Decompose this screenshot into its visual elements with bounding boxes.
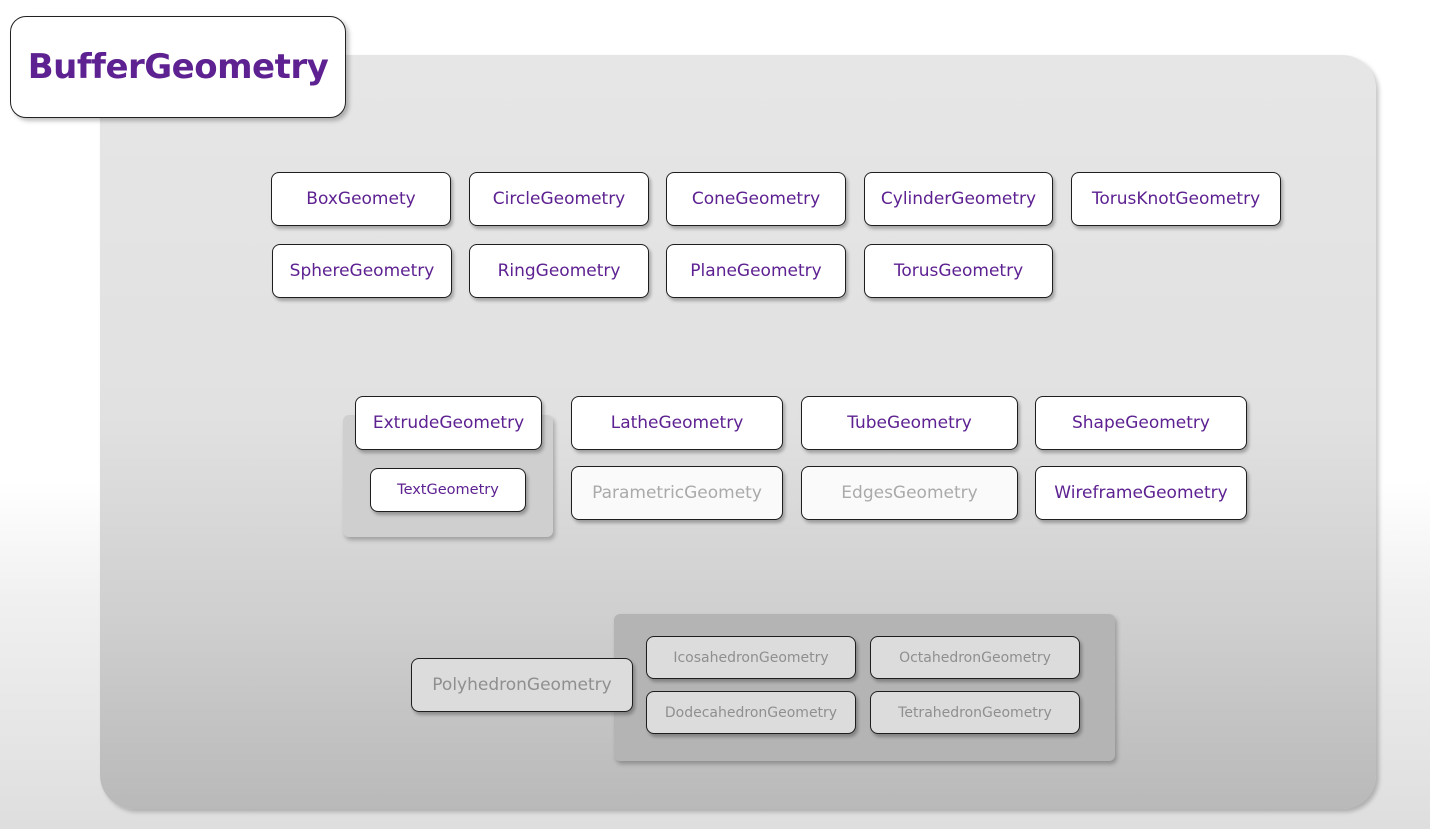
node-wireframe-geometry: WireframeGeometry xyxy=(1035,466,1247,520)
node-plane-geometry: PlaneGeometry xyxy=(666,244,846,298)
node-circle-geometry: CircleGeometry xyxy=(469,172,649,226)
node-lathe-geometry: LatheGeometry xyxy=(571,396,783,450)
diagram-title: BufferGeometry xyxy=(27,47,329,87)
node-dodecahedron-geometry: DodecahedronGeometry xyxy=(646,691,856,734)
node-extrude-geometry: ExtrudeGeometry xyxy=(355,396,542,450)
node-polyhedron-geometry: PolyhedronGeometry xyxy=(411,658,633,712)
node-octahedron-geometry: OctahedronGeometry xyxy=(870,636,1080,679)
node-shape-geometry: ShapeGeometry xyxy=(1035,396,1247,450)
node-torus-geometry: TorusGeometry xyxy=(864,244,1053,298)
node-torusknot-geometry: TorusKnotGeometry xyxy=(1071,172,1281,226)
node-ring-geometry: RingGeometry xyxy=(469,244,649,298)
node-tube-geometry: TubeGeometry xyxy=(801,396,1018,450)
node-text-geometry: TextGeometry xyxy=(370,468,526,512)
node-tetrahedron-geometry: TetrahedronGeometry xyxy=(870,691,1080,734)
node-edges-geometry: EdgesGeometry xyxy=(801,466,1018,520)
node-parametric-geometry: ParametricGeomety xyxy=(571,466,783,520)
node-cone-geometry: ConeGeometry xyxy=(666,172,846,226)
title-box: BufferGeometry xyxy=(10,16,346,118)
node-icosahedron-geometry: IcosahedronGeometry xyxy=(646,636,856,679)
node-cylinder-geometry: CylinderGeometry xyxy=(864,172,1053,226)
node-sphere-geometry: SphereGeometry xyxy=(272,244,452,298)
node-box-geometry: BoxGeomety xyxy=(271,172,451,226)
